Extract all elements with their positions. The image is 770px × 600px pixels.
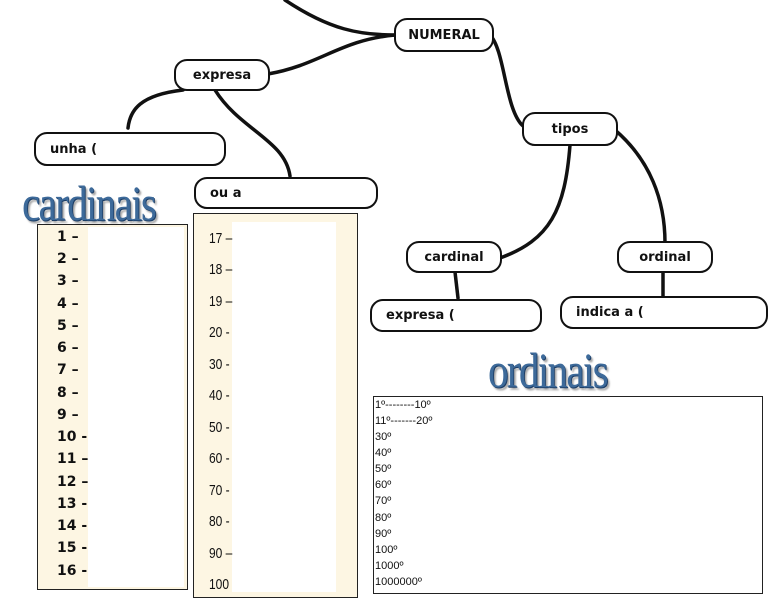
ordinal-item: 30º xyxy=(375,431,392,443)
expresa-node: expresa xyxy=(174,59,270,91)
ordinal-item: 1º--------10º xyxy=(375,399,431,411)
ordinal-item: 1000000º xyxy=(375,576,422,588)
cardinal-node-label: cardinal xyxy=(424,249,484,265)
indica-a-node: indica a ( xyxy=(560,296,768,329)
cardinal-item: 11 – xyxy=(57,451,89,467)
ordinais-title: ordinais xyxy=(488,342,609,398)
cardinal-item: 6 – xyxy=(57,340,79,356)
cardinal-item: 10 - xyxy=(57,429,88,445)
cardinal-item: 8 – xyxy=(57,385,79,401)
tipos-node: tipos xyxy=(522,112,618,146)
answer-area-1 xyxy=(88,227,184,587)
cardinal-item: 2 – xyxy=(57,251,79,267)
cardinal-list-box-2 xyxy=(193,213,358,598)
expresa-cardinal-node-label: expresa ( xyxy=(386,308,455,323)
ordinal-node-label: ordinal xyxy=(639,249,691,265)
unha-node-label: unha ( xyxy=(50,141,98,157)
cardinal-item: 40 - xyxy=(209,387,230,404)
cardinal-item: 17 – xyxy=(209,230,233,247)
ordinal-item: 60º xyxy=(375,479,392,491)
ou-a-node-label: ou a xyxy=(210,185,242,201)
ordinal-item: 70º xyxy=(375,495,392,507)
cardinal-list-box-1 xyxy=(37,224,188,590)
cardinal-node: cardinal xyxy=(406,241,502,273)
cardinal-item: 30 - xyxy=(209,356,230,373)
answer-area-2 xyxy=(232,222,336,592)
numeral-node: NUMERAL xyxy=(394,18,494,52)
ordinal-item: 100º xyxy=(375,544,398,556)
numeral-node-label: NUMERAL xyxy=(408,27,480,43)
cardinal-item: 50 - xyxy=(209,419,230,436)
ordinal-item: 1000º xyxy=(375,560,404,572)
ordinal-item: 50º xyxy=(375,463,392,475)
cardinal-item: 15 - xyxy=(57,540,88,556)
cardinal-item: 14 - xyxy=(57,518,88,534)
expresa-node-label: expresa xyxy=(192,67,252,83)
ou-a-node: ou a xyxy=(194,177,378,209)
ordinal-item: 80º xyxy=(375,512,392,524)
cardinal-item: 13 - xyxy=(57,496,88,512)
tipos-node-label: tipos xyxy=(551,121,589,137)
ordinal-item: 90º xyxy=(375,528,392,540)
cardinal-item: 100 xyxy=(209,576,230,593)
cardinal-item: 4 – xyxy=(57,296,79,312)
cardinal-item: 5 – xyxy=(57,318,79,334)
expresa-cardinal-node: expresa ( xyxy=(370,299,542,332)
ordinal-node: ordinal xyxy=(617,241,713,273)
cardinal-item: 1 – xyxy=(57,229,79,245)
cardinal-item: 19 – xyxy=(209,293,233,310)
cardinal-item: 60 - xyxy=(209,450,230,467)
cardinal-item: 12 – xyxy=(57,474,89,490)
ordinal-item: 11º-------20º xyxy=(375,415,433,427)
cardinal-item: 20 - xyxy=(209,324,230,341)
cardinal-item: 9 – xyxy=(57,407,79,423)
ordinal-list-box xyxy=(373,396,763,594)
cardinal-item: 7 – xyxy=(57,362,79,378)
unha-node: unha ( xyxy=(34,132,226,166)
cardinal-item: 90 – xyxy=(209,545,233,562)
cardinal-item: 16 - xyxy=(57,563,88,579)
cardinais-title: cardinais xyxy=(22,175,157,231)
cardinal-item: 70 - xyxy=(209,482,230,499)
cardinal-item: 18 – xyxy=(209,261,233,278)
ordinal-item: 40º xyxy=(375,447,392,459)
cardinal-item: 3 – xyxy=(57,273,79,289)
indica-a-node-label: indica a ( xyxy=(576,305,644,320)
cardinal-item: 80 - xyxy=(209,513,230,530)
